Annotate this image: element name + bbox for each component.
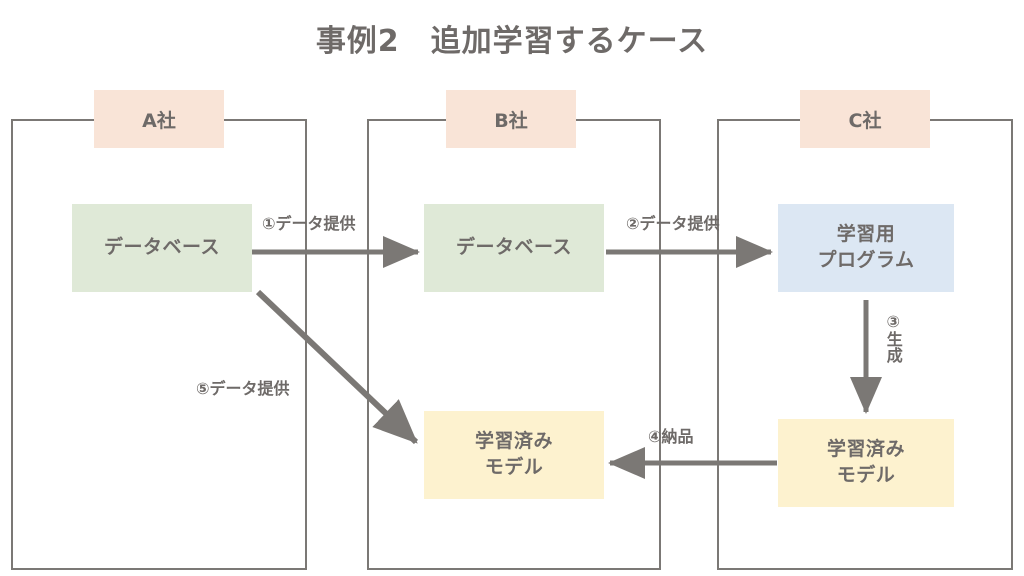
node-b-model-line1: 学習済み <box>474 430 553 453</box>
edge-label-3: ③生成 <box>883 312 903 363</box>
edge-label-1: ①データ提供 <box>262 214 356 233</box>
company-label-c: C社 <box>800 90 930 148</box>
node-b-model: 学習済み モデル <box>424 411 604 499</box>
node-a-database: データベース <box>72 204 252 292</box>
edge-label-5: ⑤データ提供 <box>196 379 290 398</box>
company-frame-b <box>367 119 661 570</box>
page-title: 事例2 追加学習するケース <box>315 24 709 59</box>
node-c-program-text: 学習用 プログラム <box>818 222 915 273</box>
company-frame-a <box>11 119 307 570</box>
node-a-database-label: データベース <box>103 236 221 259</box>
node-b-model-text: 学習済み モデル <box>475 429 553 480</box>
company-label-a: A社 <box>94 90 224 148</box>
company-label-c-text: C社 <box>848 109 882 132</box>
edge-label-2: ②データ提供 <box>626 214 720 233</box>
node-c-model-text: 学習済み モデル <box>827 437 905 488</box>
node-b-database-label: データベース <box>455 236 573 259</box>
company-label-b-text: B社 <box>494 109 528 132</box>
node-c-program: 学習用 プログラム <box>778 204 954 292</box>
company-label-b: B社 <box>446 90 576 148</box>
node-b-model-line2: モデル <box>484 456 544 478</box>
node-c-model-line1: 学習済み <box>826 438 905 461</box>
node-c-program-line1: 学習用 <box>836 223 896 246</box>
node-b-database: データベース <box>424 204 604 292</box>
node-c-model-line2: モデル <box>836 464 896 486</box>
node-c-program-line2: プログラム <box>817 249 915 271</box>
edge-label-4: ④納品 <box>648 427 694 446</box>
company-label-a-text: A社 <box>142 109 176 132</box>
node-c-model: 学習済み モデル <box>778 419 954 507</box>
